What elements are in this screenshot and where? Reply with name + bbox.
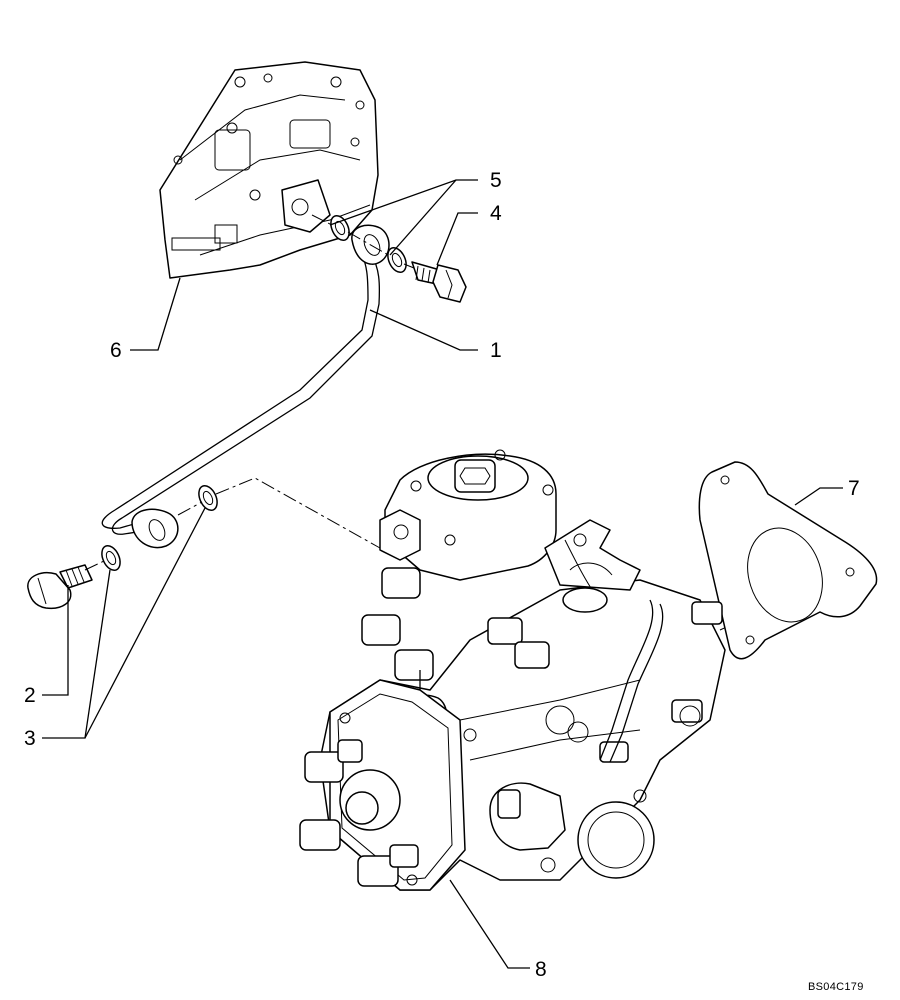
part-1-fuel-pipe [101, 224, 390, 549]
delivery-valve-middle [299, 769, 401, 851]
part-5-washer-upper-left [330, 214, 350, 242]
part-7-gasket [698, 461, 878, 660]
delivery-valve-upper [304, 739, 363, 783]
part-5-washer-upper-right [387, 246, 407, 274]
fitting-top-left [361, 567, 550, 681]
callout-7: 7 [848, 477, 860, 500]
callout-4: 4 [490, 202, 502, 225]
leader-lines [42, 179, 843, 969]
part-6-housing [159, 61, 379, 279]
callout-5: 5 [490, 169, 502, 192]
stop-solenoid [489, 782, 566, 851]
callout-6: 6 [110, 339, 122, 362]
part-4-banjo-bolt [411, 261, 467, 303]
callout-8: 8 [535, 958, 547, 981]
part-2-banjo-bolt [27, 564, 93, 610]
drawing-code: BS04C179 [808, 981, 864, 993]
part-3-washer-right [198, 484, 218, 512]
callout-2: 2 [24, 684, 36, 707]
callout-1: 1 [490, 339, 502, 362]
part-3-washer-left [101, 544, 121, 572]
part-8-injection-pump [299, 449, 726, 891]
pump-rear-cover [540, 789, 655, 879]
fitting-right-side [599, 601, 723, 763]
delivery-valve-lower [357, 844, 419, 887]
callout-3: 3 [24, 727, 36, 750]
